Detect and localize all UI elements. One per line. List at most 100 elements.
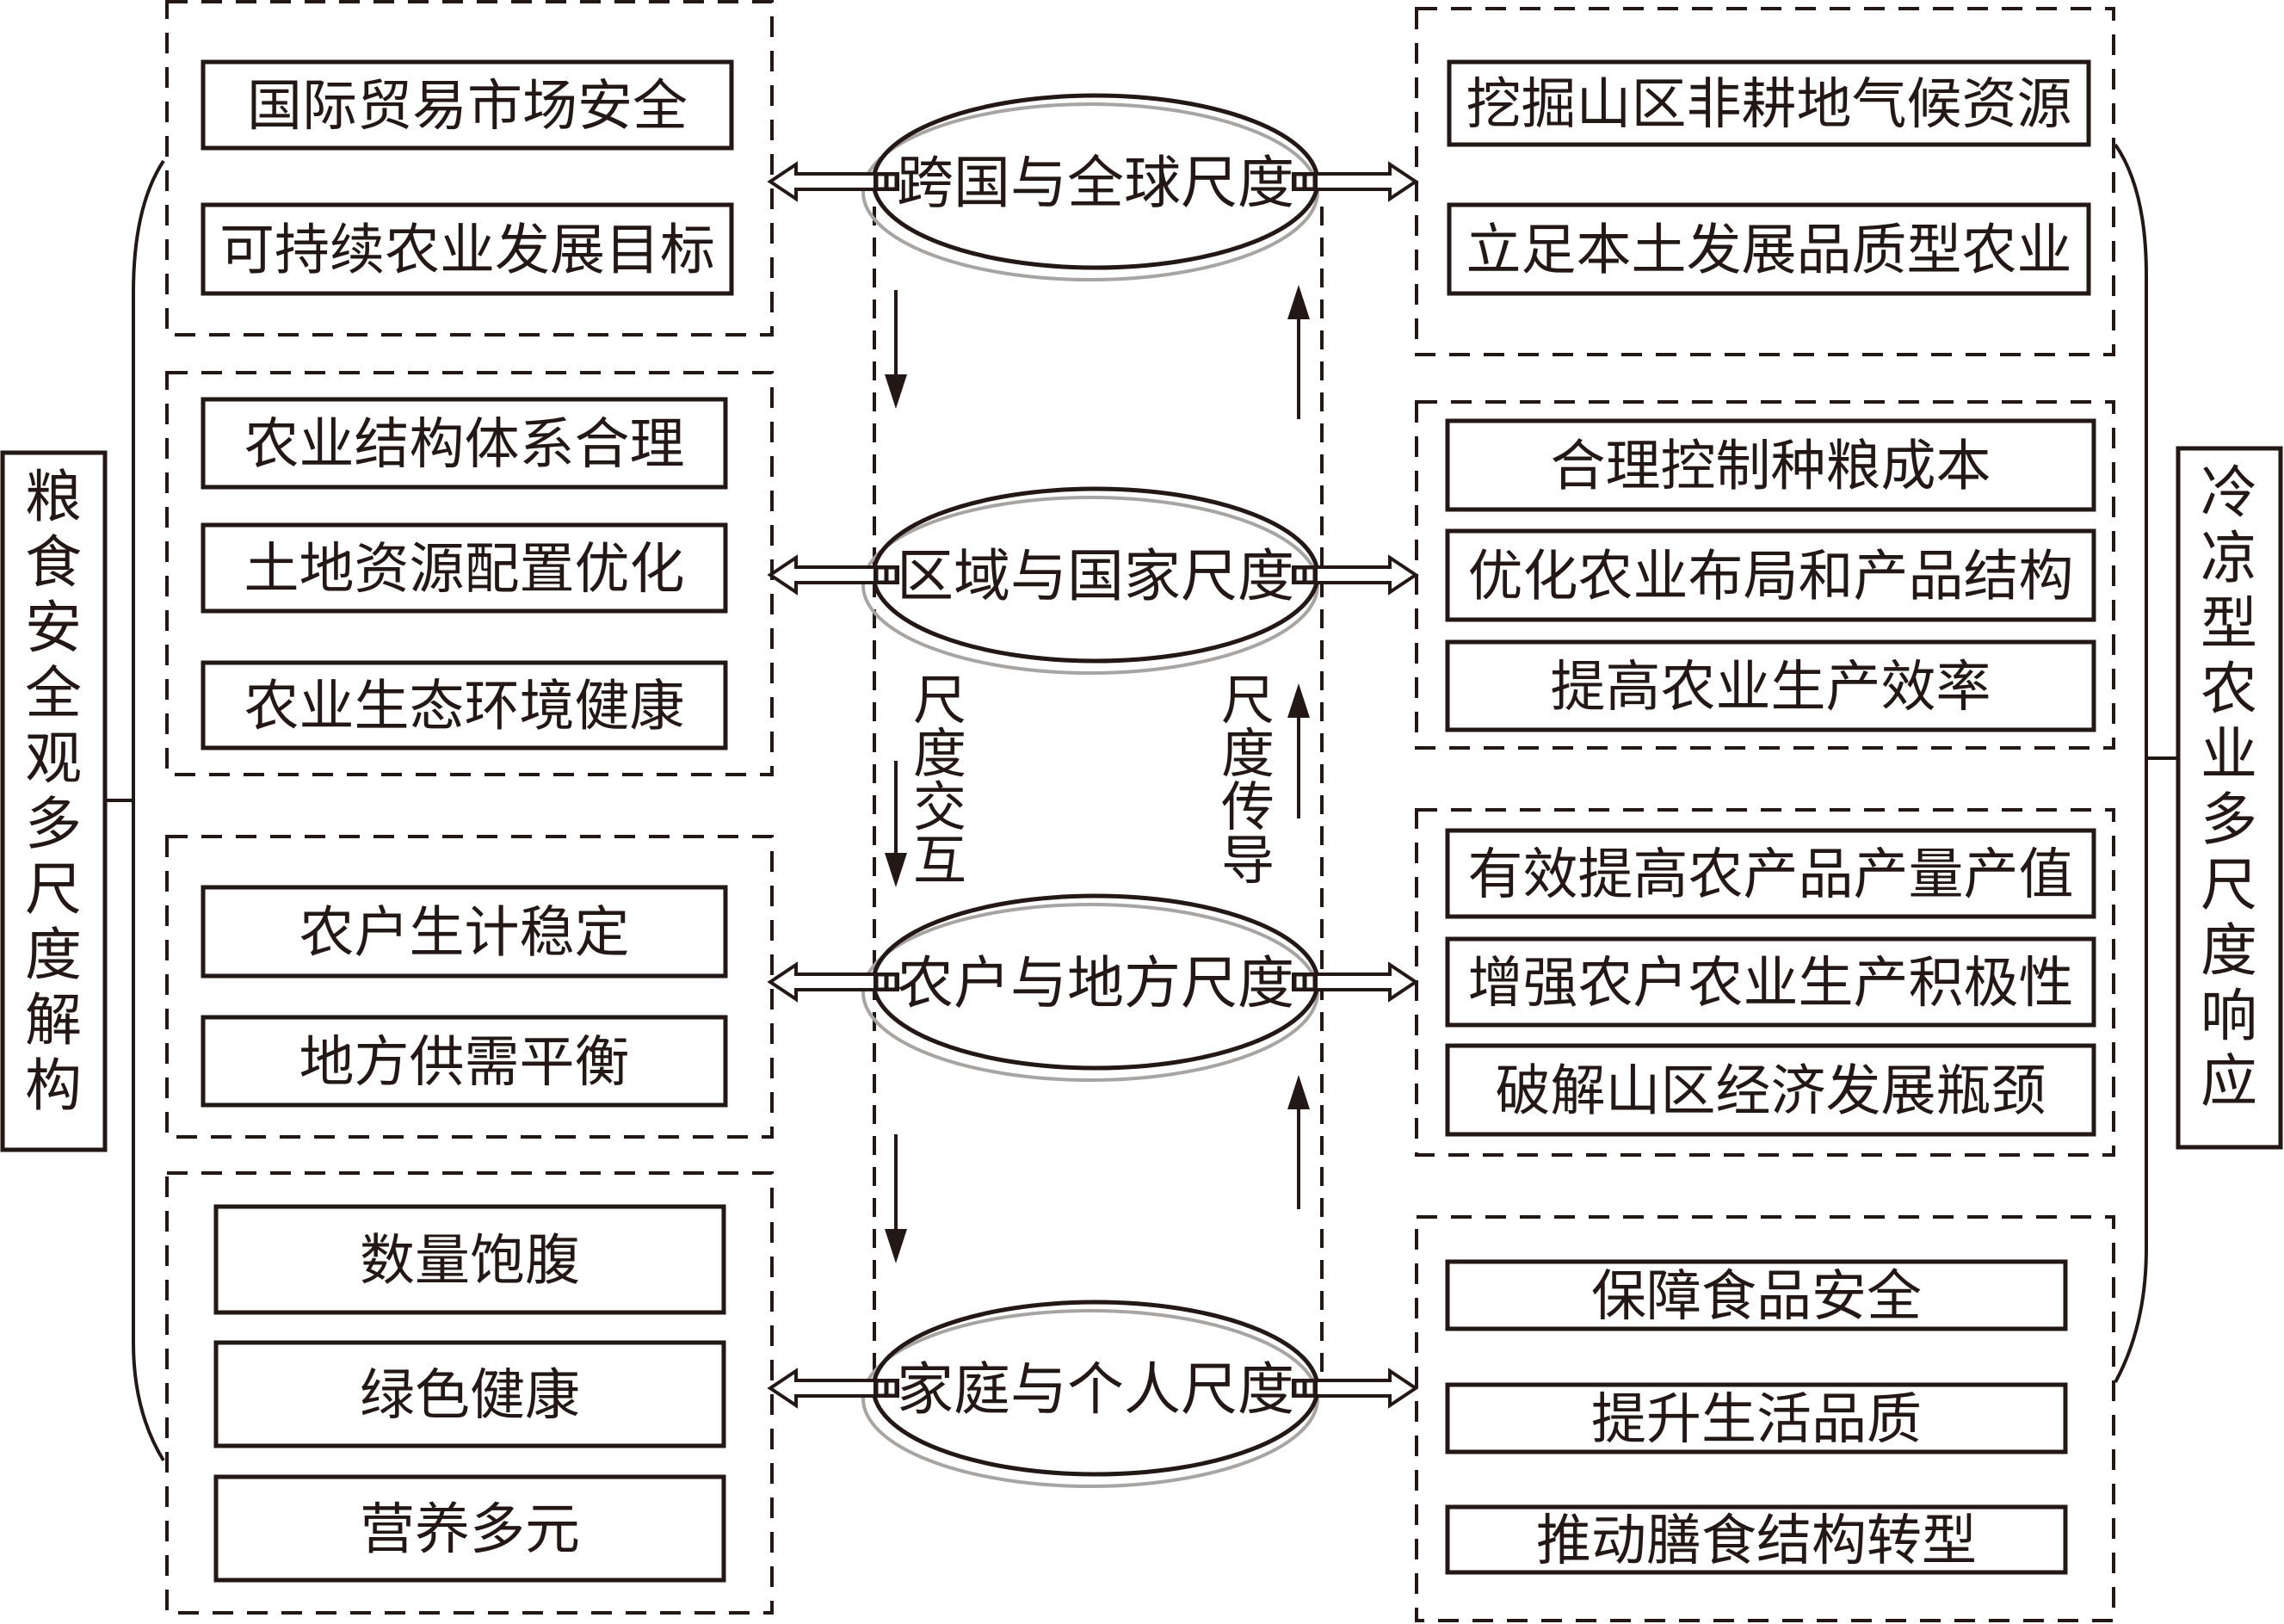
left-title-group: 粮食安全观多尺度解构 — [0, 159, 165, 1462]
right-item-box: 优化农业布局和产品结构 — [1445, 528, 2096, 622]
left-item-box: 农业结构体系合理 — [201, 397, 728, 490]
right-group-frame — [1415, 1215, 2115, 1622]
flow-arrows — [885, 285, 1310, 1263]
right-title-box — [2176, 446, 2283, 1150]
left-group-frame — [165, 0, 774, 337]
left-item-box: 绿色健康 — [213, 1340, 726, 1448]
item-frame — [201, 1015, 728, 1108]
connector-square — [886, 173, 898, 190]
center-column — [873, 207, 1324, 1377]
scale-node-2: 区域与国家尺度 — [861, 486, 1320, 675]
item-frame — [201, 522, 728, 614]
connector-square — [1304, 1380, 1316, 1397]
side-connectors — [767, 161, 1419, 1409]
down-arrow-3 — [885, 1134, 907, 1263]
left-item-box: 地方供需平衡 — [201, 1015, 728, 1108]
flow-label-up: 尺度传导 — [1221, 669, 1275, 892]
scale-label: 区域与国家尺度 — [897, 543, 1294, 609]
right-title-group: 冷凉型农业多尺度响应 — [2114, 143, 2283, 1383]
right-item-box: 保障食品安全 — [1445, 1259, 2068, 1331]
left-item-label: 绿色健康 — [360, 1364, 580, 1428]
item-frame — [213, 1340, 726, 1448]
connector-square — [1293, 1380, 1306, 1397]
item-frame — [1447, 202, 2091, 296]
left-item-box: 农业生态环境健康 — [201, 660, 728, 750]
left-item-label: 农业结构体系合理 — [244, 413, 685, 477]
right-title: 冷凉型农业多尺度响应 — [2201, 460, 2257, 1115]
right-item-label: 挖掘山区非耕地气候资源 — [1466, 73, 2072, 137]
scale-label: 家庭与个人尺度 — [897, 1356, 1294, 1423]
down-arrow-1 — [885, 290, 907, 409]
connector-square — [875, 973, 887, 991]
up-arrow-1 — [1287, 285, 1310, 419]
right-item-label: 立足本土发展品质型农业 — [1466, 219, 2072, 283]
right-connector-arrow — [1292, 554, 1419, 596]
right-item-label: 有效提高农产品产量产值 — [1468, 843, 2074, 907]
left-item-label: 国际贸易市场安全 — [247, 75, 688, 139]
arrow-up-icon — [1287, 285, 1310, 319]
right-item-box: 提升生活品质 — [1445, 1382, 2068, 1454]
right-item-label: 提升生活品质 — [1591, 1388, 1922, 1452]
right-item-box: 增强农户农业生产积极性 — [1445, 936, 2096, 1028]
connector-square — [886, 1380, 898, 1397]
left-connector-arrow — [767, 1368, 899, 1409]
right-item-box: 推动膳食结构转型 — [1445, 1504, 2068, 1575]
left-item-label: 地方供需平衡 — [299, 1031, 630, 1095]
arrow-down-icon — [885, 1229, 907, 1263]
flow-label-down: 尺度交互 — [913, 669, 966, 892]
right-item-label: 保障食品安全 — [1591, 1265, 1922, 1329]
item-frame — [1445, 528, 2096, 622]
left-bracket — [132, 159, 165, 1462]
right-item-box: 挖掘山区非耕地气候资源 — [1447, 59, 2091, 147]
scale-node-4: 家庭与个人尺度 — [861, 1300, 1320, 1488]
connector-square — [1304, 173, 1316, 190]
right-item-label: 破解山区经济发展瓶颈 — [1496, 1060, 2046, 1124]
arrow-up-icon — [1287, 683, 1310, 718]
left-item-box: 营养多元 — [213, 1474, 726, 1583]
left-group-frame — [165, 835, 774, 1139]
right-item-box: 提高农业生产效率 — [1445, 639, 2096, 732]
connector-square — [1304, 566, 1316, 584]
left-item-box: 国际贸易市场安全 — [201, 59, 734, 151]
item-frame — [201, 397, 728, 490]
right-connector-arrow — [1292, 1368, 1419, 1409]
item-frame — [201, 202, 734, 296]
item-frame — [201, 660, 728, 750]
left-item-label: 可持续农业发展目标 — [219, 219, 715, 283]
left-item-label: 土地资源配置优化 — [244, 538, 685, 602]
connector-square — [875, 173, 887, 190]
left-connector-arrow — [767, 161, 899, 202]
right-item-label: 增强农户农业生产积极性 — [1468, 952, 2074, 1016]
connector-square — [1304, 973, 1316, 991]
scale-node-1: 跨国与全球尺度 — [861, 93, 1320, 281]
right-groups: 挖掘山区非耕地气候资源立足本土发展品质型农业合理控制种粮成本优化农业布局和产品结… — [1415, 7, 2115, 1622]
left-connector-arrow — [767, 554, 899, 596]
connector-square — [1293, 566, 1306, 584]
down-arrow-2 — [885, 761, 907, 887]
arrow-down-icon — [885, 374, 907, 409]
scale-label: 农户与地方尺度 — [897, 950, 1294, 1016]
right-item-label: 提高农业生产效率 — [1551, 656, 1991, 719]
right-item-label: 优化农业布局和产品结构 — [1468, 546, 2074, 609]
item-frame — [1445, 639, 2096, 732]
item-frame — [1445, 1043, 2096, 1137]
scale-node-3: 农户与地方尺度 — [861, 893, 1320, 1082]
item-frame — [213, 1204, 726, 1315]
connector-square — [1293, 173, 1306, 190]
item-frame — [1445, 1259, 2068, 1331]
connector-square — [886, 973, 898, 991]
item-frame — [1447, 59, 2091, 147]
left-item-label: 营养多元 — [360, 1498, 580, 1562]
right-item-box: 有效提高农产品产量产值 — [1445, 828, 2096, 919]
right-item-box: 立足本土发展品质型农业 — [1447, 202, 2091, 296]
item-frame — [201, 885, 728, 979]
scale-label: 跨国与全球尺度 — [897, 150, 1294, 216]
left-item-box: 农户生计稳定 — [201, 885, 728, 979]
left-item-box: 土地资源配置优化 — [201, 522, 728, 614]
right-item-label: 合理控制种粮成本 — [1551, 435, 1991, 499]
